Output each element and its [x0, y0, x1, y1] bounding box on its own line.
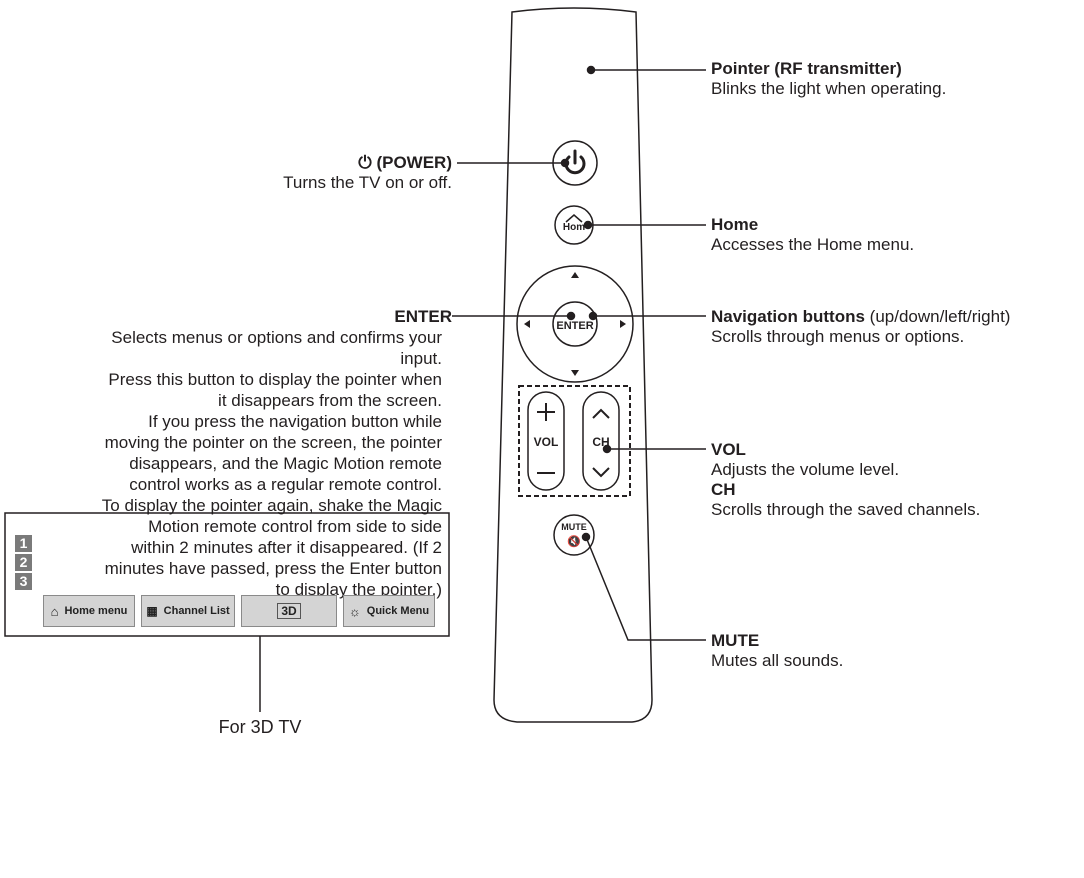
home-title: Home — [711, 214, 758, 235]
enter-desc-line: minutes have passed, press the Enter but… — [0, 558, 442, 579]
navigation-title-line: Navigation buttons (up/down/left/right) — [711, 306, 1010, 327]
vol-text: VOL — [534, 435, 559, 449]
mute-text: MUTE — [561, 522, 587, 532]
home-menu-button[interactable]: ⌂ Home menu — [43, 595, 135, 627]
mute-title: MUTE — [711, 630, 759, 651]
3d-label: 3D — [281, 604, 296, 618]
mute-desc: Mutes all sounds. — [711, 650, 843, 671]
enter-desc-line: input. — [0, 348, 442, 369]
gear-icon: ☼ — [349, 604, 361, 619]
quick-menu-button[interactable]: ☼ Quick Menu — [343, 595, 435, 627]
3d-icon: 3D — [277, 603, 300, 619]
panel-number-2: 2 — [15, 554, 32, 571]
channel-list-label: Channel List — [164, 605, 230, 617]
pointer-desc: Blinks the light when operating. — [711, 78, 946, 99]
for-3d-tv-label: For 3D TV — [200, 717, 320, 738]
pointer-title: Pointer (RF transmitter) — [711, 58, 902, 79]
mute-speaker-icon: 🔇 — [567, 535, 581, 548]
enter-desc-line: To display the pointer again, shake the … — [0, 495, 442, 516]
navigation-title-suffix: (up/down/left/right) — [865, 307, 1011, 326]
enter-desc-line: moving the pointer on the screen, the po… — [0, 432, 442, 453]
navigation-title: Navigation buttons — [711, 307, 865, 326]
vol-title: VOL — [711, 439, 746, 460]
power-title: ⏻ (POWER) — [100, 152, 452, 173]
enter-desc-line: If you press the navigation button while — [0, 411, 442, 432]
panel-number-1: 1 — [15, 535, 32, 552]
grid-icon: ▦ — [146, 604, 157, 618]
home-icon: ⌂ — [51, 604, 59, 619]
enter-button-text: ENTER — [556, 320, 593, 332]
ch-title: CH — [711, 479, 736, 500]
enter-desc-line: disappears, and the Magic Motion remote — [0, 453, 442, 474]
navigation-desc: Scrolls through menus or options. — [711, 326, 964, 347]
enter-desc-line: control works as a regular remote contro… — [0, 474, 442, 495]
3d-button[interactable]: 3D — [241, 595, 337, 627]
enter-desc-line: it disappears from the screen. — [0, 390, 442, 411]
quick-menu-label: Quick Menu — [367, 605, 429, 617]
enter-desc: Selects menus or options and confirms yo… — [0, 327, 442, 600]
power-desc: Turns the TV on or off. — [100, 172, 452, 193]
enter-desc-line: Motion remote control from side to side — [0, 516, 442, 537]
panel-number-3: 3 — [15, 573, 32, 590]
channel-list-button[interactable]: ▦ Channel List — [141, 595, 235, 627]
home-menu-label: Home menu — [64, 605, 127, 617]
ch-desc: Scrolls through the saved channels. — [711, 499, 980, 520]
home-desc: Accesses the Home menu. — [711, 234, 914, 255]
enter-desc-line: within 2 minutes after it disappeared. (… — [0, 537, 442, 558]
enter-desc-line: Press this button to display the pointer… — [0, 369, 442, 390]
home-button-text: Hom — [563, 222, 585, 233]
enter-desc-line: Selects menus or options and confirms yo… — [0, 327, 442, 348]
vol-desc: Adjusts the volume level. — [711, 459, 899, 480]
enter-title: ENTER — [100, 306, 452, 327]
